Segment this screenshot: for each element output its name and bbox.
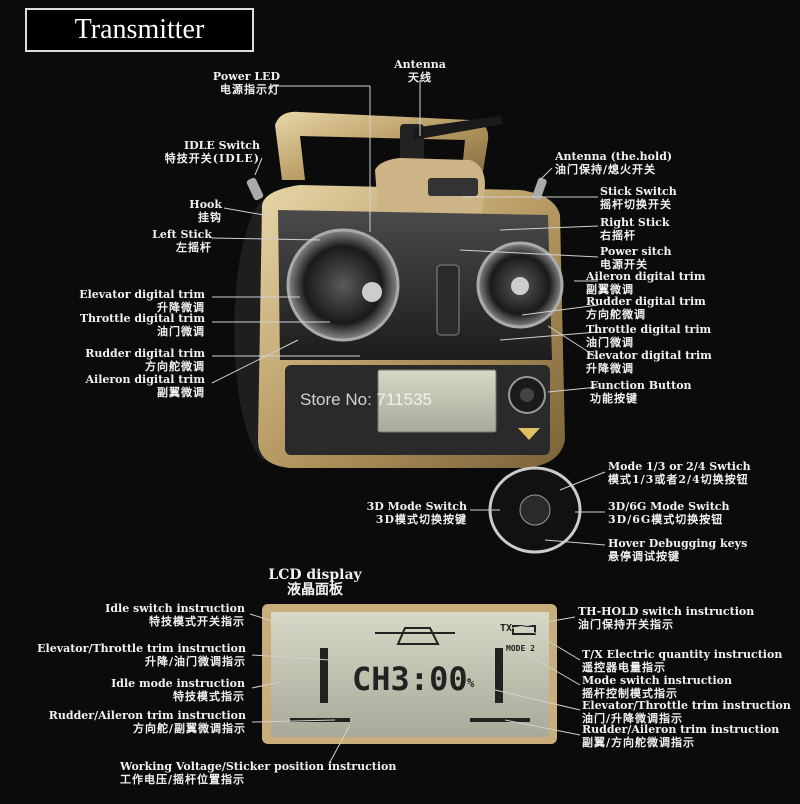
- mode-button-center: [519, 494, 551, 526]
- center-switch-panel: [436, 264, 460, 336]
- left-stick-gimbal: [286, 228, 400, 342]
- right-stick-knob: [511, 277, 529, 295]
- lcd-tx-label: TX: [500, 623, 513, 634]
- function-button-center: [520, 388, 534, 402]
- hold-switch-lever: [532, 177, 547, 200]
- label-antenna-hold: Antenna (the.hold)油门保持/熄火开关: [555, 150, 673, 176]
- lcd-channel-readout: CH3:00: [352, 660, 468, 698]
- idle-switch-lever: [246, 177, 264, 201]
- leader-lines: [211, 80, 606, 763]
- page-title: Transmitter: [25, 8, 254, 52]
- brand-badge: [428, 178, 478, 196]
- lcd-window: [377, 369, 497, 433]
- watermark: Store No: 711535: [300, 390, 432, 409]
- antenna-icon: [412, 116, 503, 140]
- arrow-icon: [518, 428, 540, 440]
- lcd-trim-bar-right: [495, 648, 503, 703]
- lcd-display-title-zh: 液晶面板: [287, 582, 343, 598]
- lcd-unit: %: [467, 676, 475, 690]
- label-voltage-instr: Working Voltage/Sticker position instruc…: [120, 760, 397, 786]
- lcd-trim-bar-left: [320, 648, 328, 703]
- lcd-display-title: LCD display 液晶面板: [250, 568, 380, 598]
- left-stick-knob: [362, 282, 382, 302]
- lcd-display-title-en: LCD display: [268, 567, 362, 583]
- lcd-mode-label: MODE 2: [506, 644, 535, 653]
- lcd-bottom-bar-right: [470, 718, 530, 722]
- helicopter-icon: [375, 627, 455, 645]
